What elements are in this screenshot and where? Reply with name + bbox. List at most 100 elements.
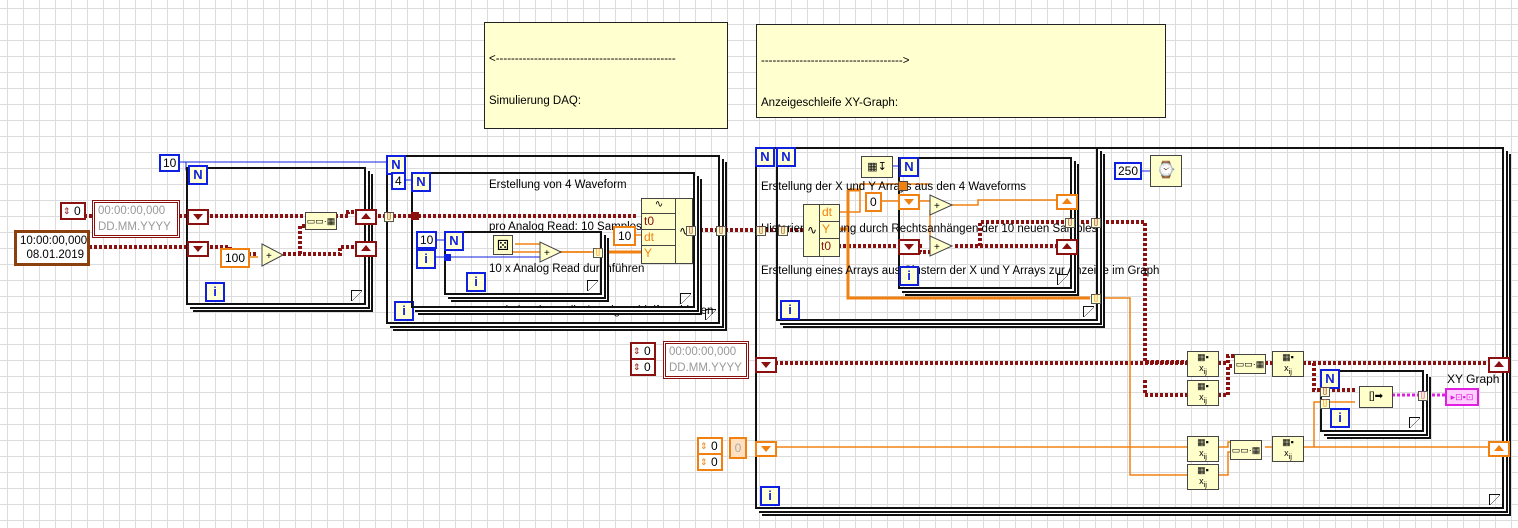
for-loop-samples[interactable]	[444, 231, 602, 295]
shift-register-left	[755, 441, 777, 457]
iteration-terminal: i	[899, 266, 919, 286]
timestamp-date: DD.MM.YYYY	[669, 362, 742, 374]
index-tunnel	[411, 212, 419, 220]
comment-title: Anzeigeschleife XY-Graph:	[761, 97, 899, 109]
dt-terminal: dt	[642, 230, 676, 246]
transpose-array-node: ▦▪xij	[1187, 380, 1219, 406]
array-tunnel: []	[1320, 387, 1330, 397]
for-loop-1[interactable]	[186, 167, 366, 305]
xy-graph-indicator[interactable]: ▸⊡▪⊡	[1445, 388, 1479, 406]
array-size-node: ▦↧	[861, 156, 893, 178]
t0-terminal: t0	[642, 214, 676, 230]
iteration-terminal: i	[1330, 408, 1350, 428]
comment-arrow: ------------------------------------->	[761, 55, 910, 67]
iteration-terminal: i	[205, 282, 225, 302]
increment-constant[interactable]: 100	[220, 248, 251, 268]
waveform-icon: ∿	[642, 199, 676, 214]
array-tunnel: []	[1418, 391, 1428, 401]
array-tunnel: []	[384, 212, 394, 222]
start-timestamp-constant[interactable]: 10:00:00,000 08.01.2019	[14, 230, 90, 266]
iteration-terminal: i	[394, 301, 414, 321]
comment-line: 10 x Analog Read durchführen	[489, 263, 645, 275]
random-number-icon: ⚄	[493, 235, 513, 255]
comment-line: Erstellung von 4 Waveform	[489, 179, 627, 191]
timestamp-2d-array-control[interactable]: 00:00:00,000 DD.MM.YYYY	[663, 341, 749, 379]
xy-graph-label: XY Graph	[1447, 372, 1500, 386]
timestamp-array-control[interactable]: 00:00:00,000 DD.MM.YYYY	[92, 200, 180, 238]
comment-title: Simulierung DAQ:	[489, 95, 582, 107]
for-loop-sample-timing[interactable]	[898, 157, 1072, 289]
while-loop-display[interactable]	[755, 147, 1504, 509]
timestamp-wires	[84, 210, 1490, 397]
shift-register-right	[355, 241, 377, 257]
wait-ms-constant[interactable]: 250	[1114, 162, 1143, 180]
array-tunnel: []	[778, 226, 788, 236]
dbl-2d-array-control[interactable]: 0	[729, 437, 747, 459]
ts-array-index-col[interactable]: 0	[630, 358, 656, 376]
samples-count-constant[interactable]: 10	[416, 231, 438, 249]
transpose-array-node: ▦▪xij	[1187, 351, 1219, 377]
array-tunnel: []	[686, 226, 696, 236]
shift-register-right	[1488, 441, 1510, 457]
comment-line: und einzeln an die Anzeigeschleife schic…	[489, 305, 714, 317]
bundle-node: []➡	[1359, 386, 1393, 408]
loop-count-terminal: N	[411, 172, 431, 192]
iteration-terminal: i	[780, 300, 800, 320]
for-loop-waveform-split[interactable]	[776, 147, 1098, 321]
y-terminal: Y	[644, 246, 653, 260]
outer-loop-count-constant[interactable]: 10	[159, 154, 181, 172]
array-tunnel: []	[716, 226, 726, 236]
loop-count-terminal: N	[899, 157, 919, 177]
init-zero-constant[interactable]: 0	[865, 192, 882, 212]
wait-ms-icon: ⌚	[1150, 155, 1182, 187]
for-loop-2[interactable]	[386, 155, 720, 324]
loop-count-terminal: N	[444, 231, 464, 251]
shift-register-right	[1488, 357, 1510, 373]
shift-register-left	[187, 241, 209, 257]
t0-terminal: t0	[821, 239, 832, 253]
dt-constant[interactable]: 10	[613, 226, 637, 246]
start-date: 08.01.2019	[26, 249, 84, 261]
transpose-array-node: ▦▪xij	[1272, 436, 1304, 462]
shift-register-left	[755, 357, 777, 373]
array-tunnel: []	[756, 226, 766, 236]
array-tunnel: []	[1091, 294, 1101, 304]
timestamp-date: DD.MM.YYYY	[98, 221, 171, 233]
timestamp-array-index[interactable]: 0	[60, 202, 86, 220]
loop-count-terminal: N	[776, 147, 796, 167]
transpose-array-node: ▦▪xij	[1187, 436, 1219, 462]
build-array-node: ▭▭·▦	[1234, 354, 1266, 374]
comment-arrow: <---------------------------------------…	[489, 53, 676, 65]
build-waveform-node: ∿ t0 dt Y	[641, 198, 677, 264]
get-waveform-components: dt Y t0	[819, 204, 840, 257]
iteration-terminal: i	[416, 249, 436, 269]
dbl-array-index-col[interactable]: 0	[697, 453, 723, 471]
iteration-terminal: i	[760, 486, 780, 506]
build-array-node: ▭▭·▦	[305, 212, 337, 230]
array-tunnel: []	[1091, 218, 1101, 228]
shift-register-left	[898, 194, 920, 210]
shift-register-left	[187, 209, 209, 225]
array-tunnel: []	[1065, 218, 1075, 228]
shift-register-left	[898, 239, 920, 255]
i-tunnel	[444, 254, 451, 261]
dt-terminal: dt	[820, 205, 839, 222]
shift-register-right	[1056, 239, 1078, 255]
timestamp-time: 00:00:00,000	[98, 205, 166, 217]
waveform-count-constant[interactable]: 4	[391, 172, 406, 190]
comment-display: -------------------------------------> A…	[756, 24, 1166, 277]
build-array-node: ▭▭·▦	[1230, 440, 1262, 460]
shift-register-right	[1056, 194, 1078, 210]
y-terminal: Y	[820, 222, 839, 239]
array-tunnel: []	[593, 248, 603, 258]
double-wires	[244, 183, 1490, 476]
start-time: 10:00:00,000	[20, 235, 88, 247]
shift-register-right	[355, 209, 377, 225]
transpose-array-node: ▦▪xij	[1272, 351, 1304, 377]
array-tunnel: []	[1320, 399, 1330, 409]
timestamp-time: 00:00:00,000	[669, 346, 737, 358]
comment-line: Erstellung eines Arrays aus Clustern der…	[761, 265, 1160, 277]
for-loop-waveforms[interactable]	[411, 172, 695, 308]
index-tunnel	[898, 181, 908, 191]
comment-daq: <---------------------------------------…	[484, 22, 728, 317]
